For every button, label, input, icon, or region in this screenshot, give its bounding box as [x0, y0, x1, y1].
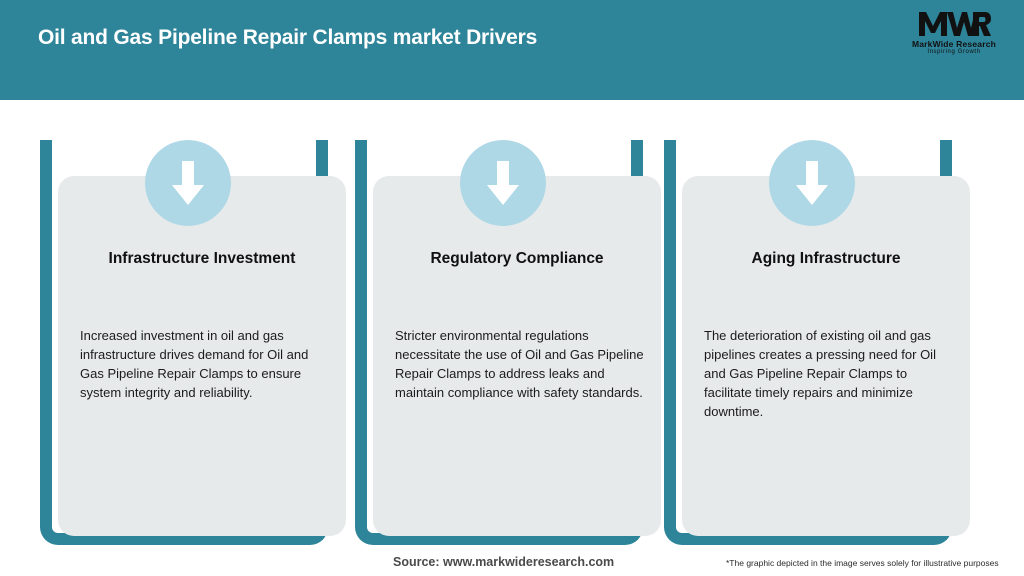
disclaimer-note: *The graphic depicted in the image serve… — [726, 558, 999, 568]
card-panel — [373, 176, 661, 536]
down-arrow-icon — [145, 140, 231, 226]
card-body-text: Increased investment in oil and gas infr… — [80, 328, 309, 400]
page-title: Oil and Gas Pipeline Repair Clamps marke… — [38, 26, 538, 49]
card-body-text: Stricter environmental regulations neces… — [395, 328, 644, 400]
down-arrow-glyph — [796, 161, 828, 205]
card-panel — [682, 176, 970, 536]
card-body-text: The deterioration of existing oil and ga… — [704, 328, 936, 419]
header-banner: Oil and Gas Pipeline Repair Clamps marke… — [0, 0, 1024, 100]
driver-card: Aging Infrastructure The deterioration o… — [664, 100, 970, 545]
down-arrow-glyph — [172, 161, 204, 205]
logo-tagline: Inspiring Growth — [927, 49, 981, 55]
brand-logo: MarkWide Research Inspiring Growth — [906, 10, 1002, 64]
card-title: Aging Infrastructure — [751, 250, 901, 267]
card-title: Regulatory Compliance — [430, 250, 604, 267]
source-label: Source: www.markwideresearch.com — [393, 555, 615, 569]
drivers-board: Infrastructure Investment Increased inve… — [0, 100, 1024, 545]
down-arrow-icon — [460, 140, 546, 226]
driver-card: Regulatory Compliance Stricter environme… — [355, 100, 661, 545]
logo-company-name: MarkWide Research — [911, 39, 997, 49]
down-arrow-glyph — [487, 161, 519, 205]
mwr-monogram-icon — [919, 12, 991, 36]
card-panel — [58, 176, 346, 536]
driver-card: Infrastructure Investment Increased inve… — [40, 100, 346, 545]
card-title: Infrastructure Investment — [108, 250, 296, 267]
down-arrow-icon — [769, 140, 855, 226]
